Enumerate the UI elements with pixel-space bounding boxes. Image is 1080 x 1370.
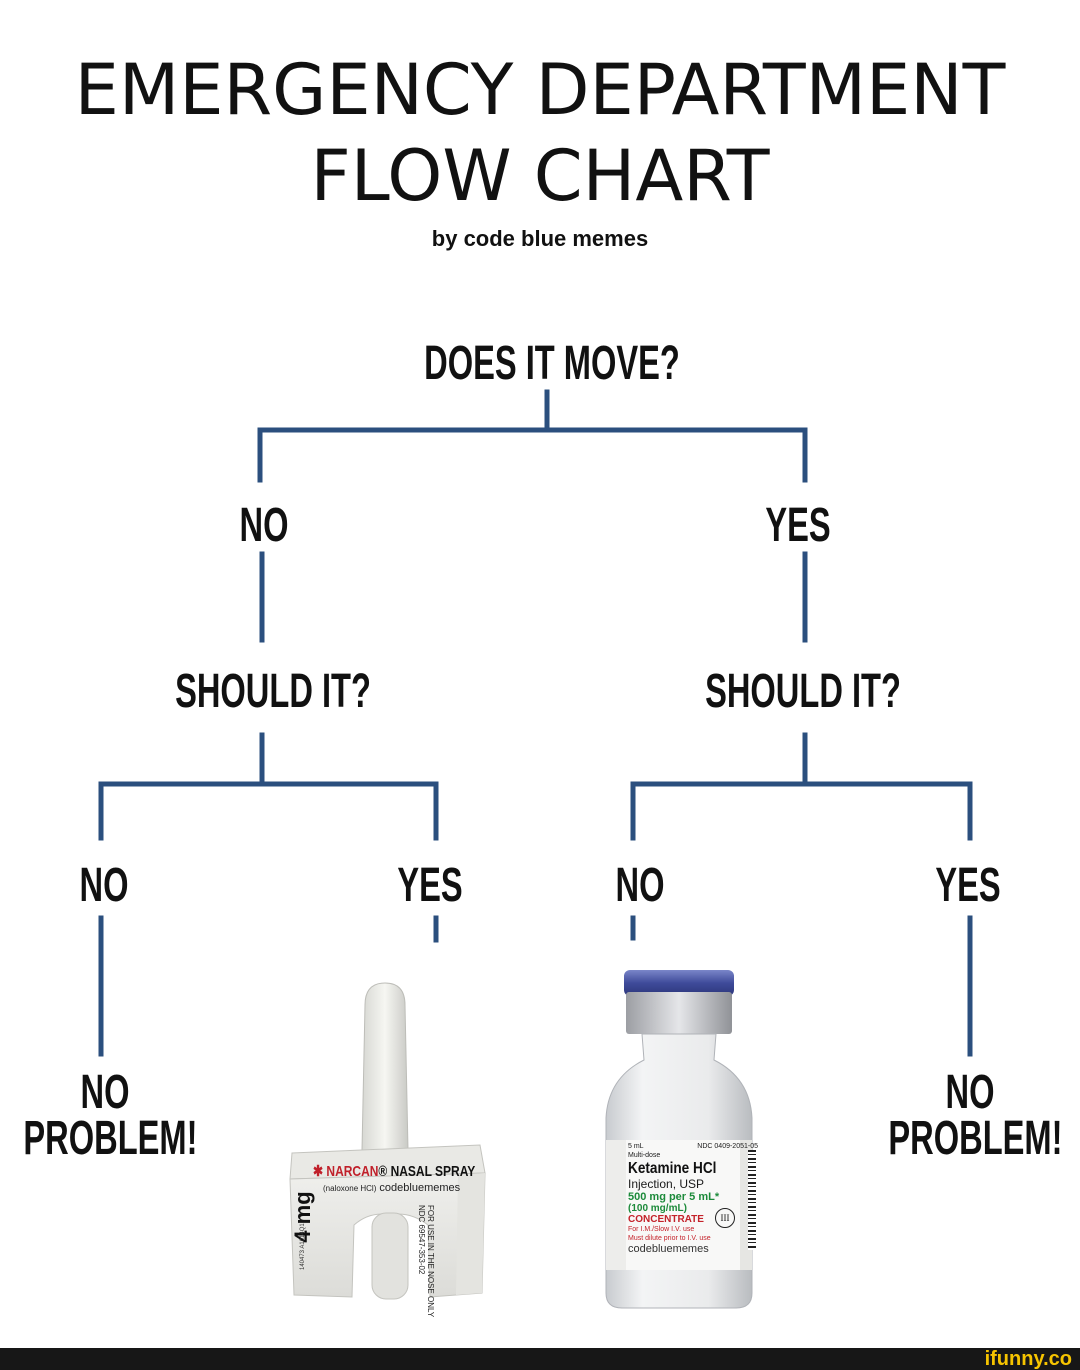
ketamine-strength: 500 mg per 5 mL* — [628, 1191, 720, 1203]
outcome-right: NO PROBLEM! — [888, 1066, 1063, 1165]
left-question: SHOULD IT? — [175, 665, 371, 718]
ketamine-dilute: Must dilute prior to I.V. use — [628, 1235, 711, 1242]
ketamine-volume: 5 mL — [628, 1143, 644, 1150]
narcan-nasal-spray-image — [289, 982, 486, 1300]
ketamine-ndc: NDC 0409-2051-05 — [697, 1143, 758, 1150]
narcan-lot: 140473 A1014Q1 — [300, 1223, 306, 1270]
narcan-brand: NARCAN — [326, 1163, 379, 1180]
outcome-left-line-2: PROBLEM! — [23, 1112, 198, 1165]
outcome-left-line-1: NO — [80, 1066, 130, 1119]
leaf-no-right: NO — [615, 859, 665, 912]
outcome-right-line-1: NO — [945, 1066, 995, 1119]
narcan-watermark: codebluememes — [379, 1182, 461, 1194]
ketamine-watermark: codebluememes — [628, 1243, 709, 1255]
ifunny-watermark: ifunny.co — [984, 1348, 1072, 1370]
narcan-product: NASAL SPRAY — [390, 1163, 476, 1180]
ketamine-name: Ketamine HCl — [628, 1160, 717, 1177]
outcome-left: NO PROBLEM! — [23, 1066, 198, 1165]
ketamine-concentration: (100 mg/mL) — [628, 1203, 687, 1214]
ketamine-multi: Multi-dose — [628, 1152, 661, 1159]
branch-no-label: NO — [239, 499, 289, 552]
schedule-iii-icon: III — [715, 1208, 735, 1228]
root-question: DOES IT MOVE? — [424, 337, 680, 390]
ketamine-label: 5 mL NDC 0409-2051-05 Multi-dose Ketamin… — [628, 1142, 758, 1255]
branch-yes-label: YES — [765, 499, 831, 552]
footer-bar: ifunny.co — [0, 1348, 1080, 1370]
outcome-right-line-2: PROBLEM! — [888, 1112, 1063, 1165]
ketamine-form: Injection, USP — [628, 1177, 705, 1191]
byline: by code blue memes — [431, 226, 649, 251]
page-title-line-2: FLOW CHART — [310, 135, 770, 217]
ketamine-vial-image — [605, 970, 753, 1309]
page-title-line-1: EMERGENCY DEPARTMENT — [74, 49, 1006, 131]
right-question: SHOULD IT? — [705, 665, 901, 718]
narcan-side-text: FOR USE IN THE NOSE ONLY NDC 69547-353-0… — [417, 1205, 435, 1325]
narcan-sub: (naloxone HCl) — [323, 1184, 377, 1193]
narcan-side-2: NDC 69547-353-02 — [417, 1205, 426, 1275]
ketamine-route: For I.M./Slow I.V. use — [628, 1226, 695, 1233]
leaf-yes-right: YES — [935, 859, 1001, 912]
narcan-sub-label: (naloxone HCl) codebluememes — [323, 1182, 460, 1194]
narcan-brand-label: ✱ NARCAN® NASAL SPRAY — [313, 1163, 476, 1180]
ketamine-concentrate: CONCENTRATE — [628, 1214, 704, 1225]
ketamine-barcode-icon — [748, 1150, 756, 1250]
narcan-side-1: FOR USE IN THE NOSE ONLY — [426, 1205, 435, 1318]
leaf-no-left: NO — [79, 859, 129, 912]
narcan-asterisk-icon: ✱ — [313, 1163, 327, 1180]
leaf-yes-left: YES — [397, 859, 463, 912]
